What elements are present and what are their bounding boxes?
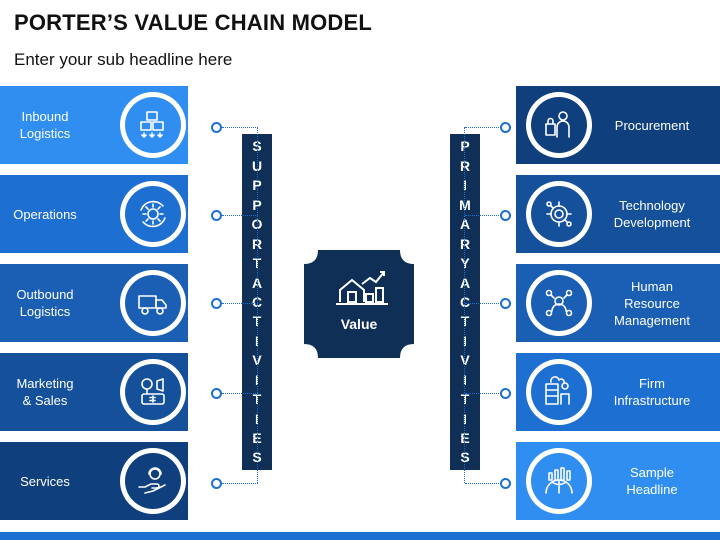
support-activity-row: Marketing & Sales: [0, 353, 720, 431]
activity-label: Procurement: [614, 117, 690, 133]
bar-letter: P: [460, 138, 470, 155]
activity-band: Inbound Logistics: [0, 86, 110, 164]
connector-line: [465, 127, 499, 128]
connector-dot: [211, 478, 222, 489]
activity-label: Marketing & Sales: [16, 376, 74, 408]
bar-letter: R: [459, 235, 471, 252]
connector-line: [465, 303, 499, 304]
gear-cycle-icon: [140, 200, 166, 228]
connector-dot: [211, 388, 222, 399]
icon-circle: [526, 359, 592, 425]
activity-label: Sample Headline: [626, 465, 678, 497]
bar-letter: A: [459, 216, 471, 233]
activity-label: Human Resource Management: [614, 278, 690, 328]
bar-letter: A: [459, 274, 471, 291]
connector-vertical: [257, 127, 258, 483]
value-label: Value: [340, 316, 378, 332]
bar-letter: T: [460, 313, 470, 330]
gear-circuit-icon: [546, 201, 572, 227]
bar-letter: S: [460, 449, 470, 466]
connector-line: [465, 393, 499, 394]
icon-circle: [120, 181, 186, 247]
connector-line: [465, 215, 499, 216]
bar-letter: I: [255, 371, 259, 388]
connector-dot: [500, 210, 511, 221]
service-hand-icon: [138, 467, 166, 494]
primary-activity-row: Sample Headline: [0, 442, 720, 520]
globe-chart-icon: [545, 467, 573, 494]
bar-letter: T: [460, 391, 470, 408]
icon-circle: [526, 270, 592, 336]
activity-label: Services: [20, 473, 70, 489]
activity-band: Outbound Logistics: [0, 264, 110, 342]
activity-band: Services: [0, 442, 110, 520]
connector-line: [465, 483, 499, 484]
activity-band: Operations: [0, 175, 110, 253]
connector-line: [222, 483, 258, 484]
truck-icon: [138, 295, 167, 315]
connector-dot: [500, 388, 511, 399]
connector-line: [222, 215, 258, 216]
activity-label: Operations: [13, 206, 77, 222]
bar-letter: I: [255, 410, 259, 427]
activity-band: Marketing & Sales: [0, 353, 110, 431]
icon-circle: [120, 448, 186, 514]
boxes-icon: [140, 111, 164, 138]
support-activity-row: Inbound Logistics: [0, 86, 720, 164]
connector-line: [222, 127, 258, 128]
connector-vertical: [464, 127, 465, 483]
bar-letter: I: [255, 332, 259, 349]
activity-label: Outbound Logistics: [16, 287, 74, 319]
bar-letter: R: [459, 157, 471, 174]
house-growth-icon: [336, 271, 388, 305]
activity-label: Technology Development: [613, 198, 691, 230]
primary-activity-row: Human Resource Management: [0, 264, 720, 342]
connector-dot: [500, 298, 511, 309]
connector-dot: [500, 478, 511, 489]
connector-dot: [211, 210, 222, 221]
activity-label: Firm Infrastructure: [613, 376, 691, 408]
bar-letter: Y: [460, 255, 470, 272]
bar-letter: O: [251, 216, 263, 233]
server-person-icon: [545, 376, 570, 405]
marketing-icon: [141, 378, 165, 405]
icon-circle: [120, 270, 186, 336]
icon-circle: [526, 181, 592, 247]
bar-letter: C: [459, 293, 471, 310]
primary-activity-row: Technology Development: [0, 175, 720, 253]
icon-circle: [526, 448, 592, 514]
support-activity-row: Services: [0, 442, 720, 520]
bar-letter: E: [460, 430, 470, 446]
icon-circle: [120, 92, 186, 158]
connector-dot: [500, 122, 511, 133]
support-activity-row: Operations: [0, 175, 720, 253]
connector-dot: [211, 122, 222, 133]
connector-line: [222, 393, 258, 394]
page-subtitle: Enter your sub headline here: [14, 50, 233, 69]
icon-circle: [526, 92, 592, 158]
bottom-accent-bar: [0, 532, 720, 540]
icon-circle: [120, 359, 186, 425]
connector-dot: [211, 298, 222, 309]
connector-line: [222, 303, 258, 304]
support-activity-row: Outbound Logistics: [0, 264, 720, 342]
primary-activity-row: Procurement: [0, 86, 720, 164]
activity-label: Inbound Logistics: [19, 109, 71, 141]
primary-activity-row: Firm Infrastructure: [0, 353, 720, 431]
bar-letter: V: [460, 352, 470, 369]
people-gear-icon: [545, 289, 573, 317]
value-shape: [304, 250, 414, 358]
page-title: PORTER’S VALUE CHAIN MODEL: [14, 10, 373, 35]
shopper-icon: [545, 111, 570, 138]
